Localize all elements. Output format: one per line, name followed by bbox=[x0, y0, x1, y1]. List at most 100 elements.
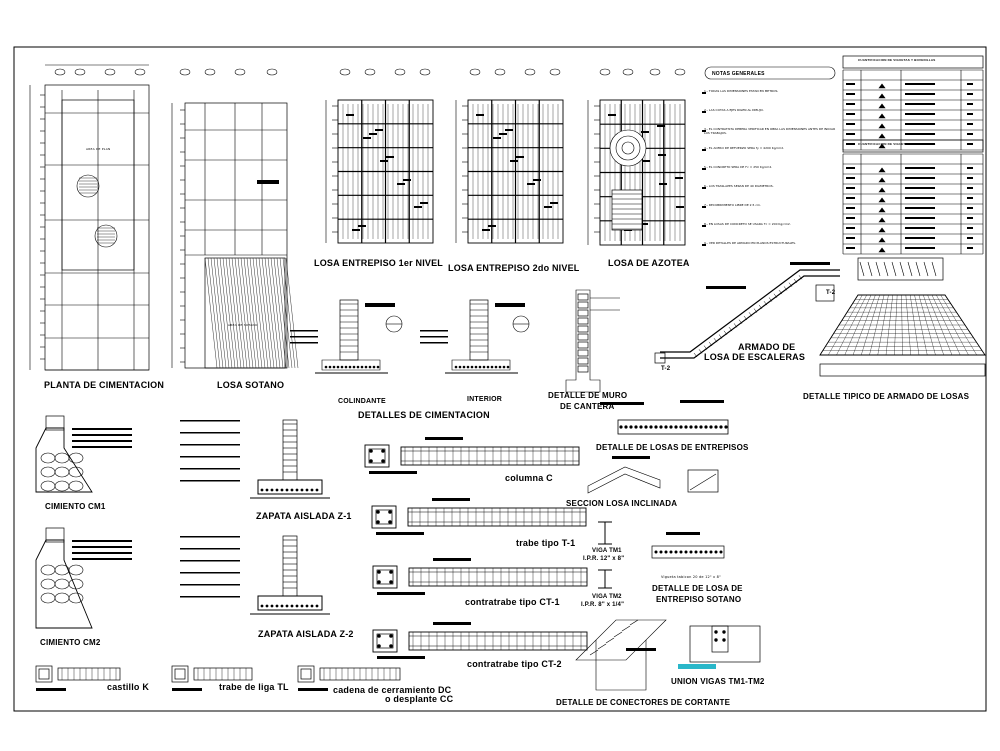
stone bbox=[40, 480, 56, 492]
axis-bubble bbox=[419, 68, 431, 76]
note-item: 3.- EL CONTRATISTA DEBERA VERIFICAR EN O… bbox=[704, 128, 836, 135]
rebar bbox=[369, 459, 373, 463]
ipr-sections bbox=[598, 521, 612, 589]
note-item: 6.- LOS TRASLAPES SERAN DE 40 DIAMETROS. bbox=[704, 185, 774, 188]
rebar bbox=[376, 510, 380, 514]
axis-bubble bbox=[204, 68, 216, 76]
footing-interior bbox=[420, 299, 530, 374]
rebar-dot bbox=[290, 604, 294, 608]
rebar-dot bbox=[328, 365, 332, 369]
cell-qty bbox=[967, 83, 973, 85]
hatch-line bbox=[237, 257, 251, 369]
rebar-dot bbox=[669, 550, 673, 554]
spec-line bbox=[290, 330, 318, 332]
muro-cantera bbox=[565, 289, 620, 393]
cell-text bbox=[905, 207, 935, 209]
cell-qty bbox=[967, 123, 973, 125]
stone bbox=[54, 578, 70, 590]
rebar-dot bbox=[368, 365, 372, 369]
zapata-z1 bbox=[180, 419, 330, 499]
viga-tm2-size: I.P.R. 8" x 1/4" bbox=[581, 602, 625, 608]
note-item: 5.- EL CONCRETO SERA DE f'c = 250 Kg/cm2… bbox=[704, 166, 773, 169]
note-block bbox=[659, 183, 667, 185]
beam-elevation bbox=[407, 507, 587, 527]
axis-bubble bbox=[266, 68, 278, 76]
small-section bbox=[35, 665, 53, 683]
zapata-z2 bbox=[180, 535, 330, 615]
small-elevation bbox=[193, 667, 253, 681]
section-glyph bbox=[878, 83, 886, 89]
rebar bbox=[389, 570, 393, 574]
quantity-table-2 bbox=[842, 139, 984, 255]
note-block bbox=[420, 202, 428, 204]
hatch-line bbox=[210, 257, 224, 369]
rebar-dot bbox=[285, 488, 289, 492]
footing-pad bbox=[257, 595, 323, 611]
stone-block bbox=[577, 293, 589, 301]
cell-mark bbox=[846, 133, 855, 135]
rebar-dot bbox=[639, 425, 643, 429]
cell-text bbox=[905, 227, 935, 229]
stone-block bbox=[577, 349, 589, 357]
cell-qty bbox=[967, 143, 973, 145]
section-glyph bbox=[878, 227, 886, 233]
rebar-dot bbox=[694, 425, 698, 429]
stair-rebar bbox=[788, 282, 793, 287]
rebar-dot bbox=[344, 365, 348, 369]
cell-qty bbox=[967, 237, 973, 239]
inclined-slab bbox=[587, 456, 719, 494]
hatch-line bbox=[252, 257, 266, 369]
rebar-dot bbox=[699, 550, 703, 554]
beam-stirrup bbox=[376, 569, 394, 585]
note-block bbox=[414, 206, 422, 208]
rebar-dot bbox=[275, 488, 279, 492]
typical-slab-title: DETALLE TIPICO DE ARMADO DE LOSAS bbox=[803, 392, 970, 401]
beam-section bbox=[654, 352, 666, 364]
callout-block bbox=[666, 532, 700, 535]
rebar-dot bbox=[689, 425, 693, 429]
axis-bubble bbox=[599, 68, 611, 76]
cell-qty bbox=[967, 113, 973, 115]
stair-rebar bbox=[708, 341, 713, 347]
rebar-dot bbox=[664, 425, 668, 429]
inclined-slab-title: SECCION LOSA INCLINADA bbox=[566, 499, 678, 508]
rebar-dot bbox=[285, 604, 289, 608]
stone bbox=[54, 592, 70, 604]
stone-block bbox=[577, 325, 589, 333]
axis-bubble bbox=[339, 68, 351, 76]
inclined-section bbox=[587, 466, 661, 494]
stair-rebar bbox=[793, 278, 798, 284]
note-bullet bbox=[702, 130, 706, 132]
axis-bubble bbox=[364, 68, 376, 76]
hatch-line bbox=[234, 257, 248, 369]
note-block bbox=[516, 156, 524, 158]
note-block bbox=[544, 206, 552, 208]
cell-mark bbox=[846, 93, 855, 95]
stone bbox=[40, 466, 56, 478]
small-stirrup bbox=[38, 668, 50, 680]
small-stirrup bbox=[300, 668, 312, 680]
rebar-dot bbox=[704, 550, 708, 554]
footing bbox=[451, 359, 511, 371]
notes-panel bbox=[702, 66, 836, 246]
note-block bbox=[550, 202, 558, 204]
rebar-dot bbox=[332, 365, 336, 369]
small-section bbox=[171, 665, 189, 683]
spec-line bbox=[290, 336, 318, 338]
note-item: 8.- EN LOSAS DE CONCRETO SE USARA f'c = … bbox=[704, 223, 791, 226]
rebar-dot bbox=[674, 550, 678, 554]
plan-entrepiso-1 bbox=[325, 68, 434, 244]
rebar-dot bbox=[300, 488, 304, 492]
spec-line bbox=[72, 540, 132, 542]
axis-bubble bbox=[622, 68, 634, 76]
rebar-dot bbox=[462, 365, 466, 369]
spec-line bbox=[180, 536, 240, 538]
rebar-dot bbox=[295, 604, 299, 608]
rebar bbox=[388, 510, 392, 514]
stair-slab-top bbox=[660, 269, 840, 353]
stone-block bbox=[577, 301, 589, 309]
beam-web bbox=[595, 640, 647, 691]
callout-block bbox=[600, 402, 644, 405]
rebar-dot bbox=[644, 425, 648, 429]
note-block bbox=[642, 160, 650, 162]
